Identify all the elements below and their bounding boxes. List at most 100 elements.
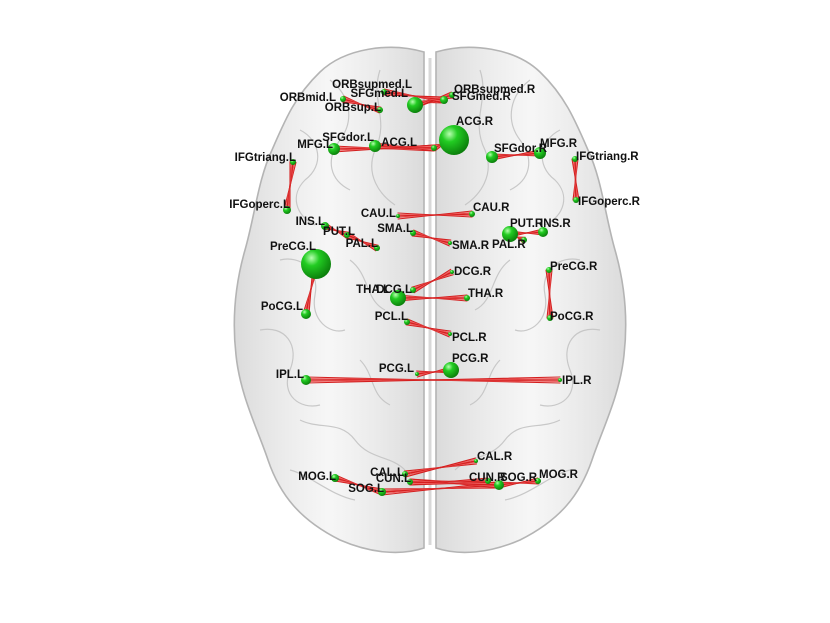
node-orbsupmed-l [381, 89, 387, 95]
node-ipl-r [558, 378, 562, 382]
node-pal-l [374, 245, 380, 251]
node-cun-r [485, 478, 491, 484]
node-label-precg-l: PreCG.L [270, 241, 316, 253]
edge-precg-r-pocg-r [545, 269, 554, 319]
node-tha-r [464, 295, 470, 301]
node-cal-l [402, 471, 408, 477]
node-label-sma-r: SMA.R [452, 240, 490, 252]
edge-put-l-pal-l [345, 231, 379, 252]
node-label-sma-l: SMA.L [377, 223, 413, 235]
node-label-dcg-l: DCG.L [376, 284, 412, 296]
node-pcl-r [448, 332, 452, 336]
node-label-orbmid-l: ORBmid.L [280, 92, 336, 104]
edge-ipl-l-ipl-r [305, 376, 561, 384]
node-sog-r [494, 480, 504, 490]
node-ipl-l [301, 375, 311, 385]
node-mog-r [535, 478, 541, 484]
node-sfgmed-l [407, 97, 423, 113]
node-label-sfgmed-r: SFGmed.R [452, 91, 511, 103]
node-label-acg-l: ACG.L [381, 137, 417, 149]
node-label-sog-r: SOG.R [500, 472, 538, 484]
node-ifgoperc-l [283, 206, 291, 214]
node-dcg-r [450, 270, 454, 274]
node-pocg-r [547, 315, 553, 321]
node-dcg-l [410, 287, 416, 293]
node-label-ifgtriang-r: IFGtriang.R [576, 151, 639, 163]
node-pal-r [521, 237, 527, 243]
node-precg-l [301, 249, 331, 279]
node-label-mfg-r: MFG.R [540, 138, 578, 150]
right-hemisphere [435, 46, 627, 554]
brain-surface [233, 46, 627, 554]
node-label-cau-l: CAU.L [361, 208, 396, 220]
node-label-sog-l: SOG.L [348, 483, 384, 495]
node-label-put-r: PUT.R [510, 218, 544, 230]
node-label-orbsup-l: ORBsup.L [325, 102, 381, 114]
node-label-mog-r: MOG.R [539, 469, 579, 481]
node-cal-r [474, 459, 478, 463]
node-ifgoperc-r [573, 197, 579, 203]
node-ins-r [538, 227, 548, 237]
left-hemisphere [233, 46, 425, 554]
node-put-l [344, 232, 350, 238]
node-label-orbsupmed-r: ORBsupmed.R [454, 84, 536, 96]
node-pocg-l [301, 309, 311, 319]
node-cun-l [407, 479, 413, 485]
node-sma-r [448, 241, 452, 245]
edge-cal-l-cal-r [403, 457, 478, 478]
node-sfgdor-l [369, 140, 381, 152]
node-label-sfgdor-l: SFGdor.L [322, 132, 374, 144]
node-sma-l [410, 230, 416, 236]
edge-orbmid-l-orbsup-l [341, 95, 382, 114]
node-label-pcl-r: PCL.R [452, 332, 487, 344]
edge-sfgdor-l-acg-l [374, 142, 435, 152]
edge-dcg-l-dcg-r [411, 268, 454, 294]
node-orbmid-l [340, 96, 346, 102]
brain-gyri [259, 69, 601, 501]
node-label-tha-r: THA.R [468, 288, 504, 300]
node-mfg-l [328, 143, 340, 155]
node-label-pocg-r: PoCG.R [550, 311, 594, 323]
connection-layer [283, 88, 580, 496]
node-label-ipl-l: IPL.L [276, 369, 304, 381]
node-orbsupmed-r [449, 92, 455, 98]
node-label-pcl-l: PCL.L [375, 311, 408, 323]
node-acg-r [439, 125, 469, 155]
node-label-cau-r: CAU.R [473, 202, 510, 214]
node-label-ifgoperc-l: IFGoperc.L [229, 199, 290, 211]
node-label-dcg-r: DCG.R [454, 266, 492, 278]
edge-ifgtriang-l-ifgoperc-l [283, 161, 297, 211]
node-label-pal-l: PAL.L [346, 238, 378, 250]
node-ifgtriang-l [290, 159, 296, 165]
edge-sfgdor-r-mfg-r [491, 149, 541, 161]
node-label-cun-l: CUN.L [376, 473, 411, 485]
edge-pcl-l-pcl-r [405, 318, 452, 338]
node-label-ifgtriang-l: IFGtriang.L [235, 152, 296, 164]
node-label-pcg-l: PCG.L [379, 363, 414, 375]
edge-sog-r-mog-r [498, 477, 539, 489]
node-label-put-l: PUT.L [323, 226, 355, 238]
node-orbsup-l [377, 107, 383, 113]
edge-orbsupmed-l-sfgmed-r [383, 88, 445, 104]
node-label-ifgoperc-r: IFGoperc.R [578, 196, 641, 208]
node-label-ins-r: INS.R [540, 218, 571, 230]
node-tha-l [390, 290, 406, 306]
node-layer [283, 89, 579, 496]
node-label-sfgdor-r: SFGdor.R [494, 143, 548, 155]
node-pcl-l [404, 319, 410, 325]
edge-ifgtriang-r-ifgoperc-r [571, 158, 580, 201]
node-mfg-r [534, 147, 546, 159]
node-label-cal-r: CAL.R [477, 451, 513, 463]
node-acg-l [431, 145, 437, 151]
node-cau-l [396, 214, 400, 218]
edge-mog-l-sog-l [333, 474, 384, 496]
node-label-pocg-l: PoCG.L [261, 301, 303, 313]
node-label-orbsupmed-l: ORBsupmed.L [332, 79, 412, 91]
node-label-sfgmed-l: SFGmed.L [350, 88, 408, 100]
node-label-ins-l: INS.L [296, 216, 325, 228]
node-label-mog-l: MOG.L [298, 471, 336, 483]
node-cau-r [469, 211, 475, 217]
node-sog-l [378, 488, 386, 496]
node-precg-r [546, 267, 552, 273]
